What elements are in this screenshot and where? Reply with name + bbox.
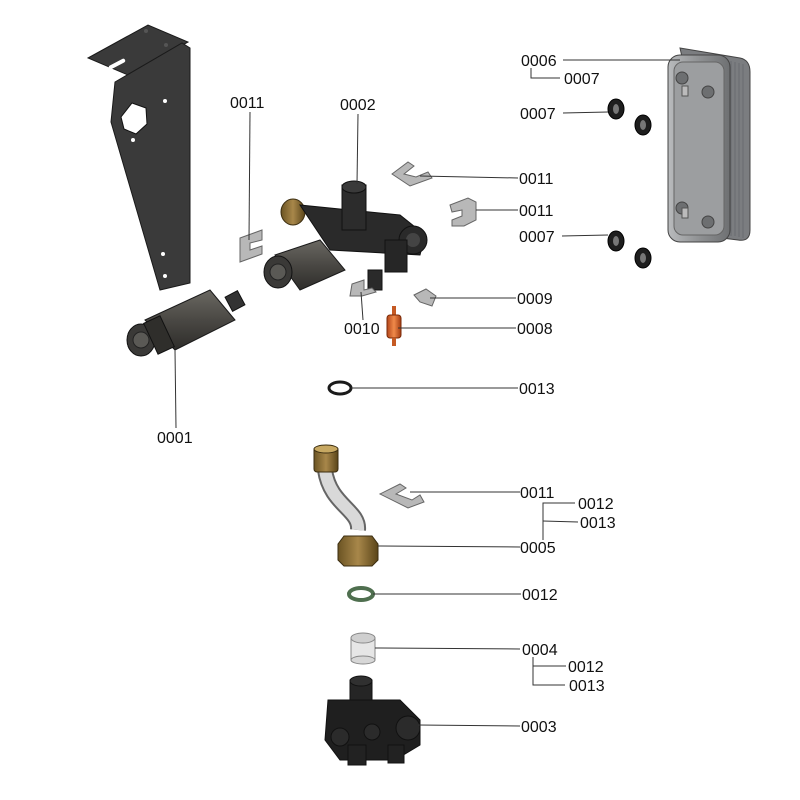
callout-0011-b: 0011 [519, 203, 554, 220]
clip-0009 [413, 288, 437, 307]
o-ring [327, 380, 353, 396]
seal-rings-top [607, 98, 652, 136]
valve-body [324, 675, 421, 766]
callout-0008: 0008 [517, 321, 553, 338]
connecting-pipe [313, 444, 379, 567]
callout-labels: 0006 0007 0007 0007 0011 0002 0011 0011 … [157, 53, 616, 736]
mounting-bracket [86, 24, 191, 291]
callout-0004: 0004 [522, 642, 558, 659]
gasket [347, 586, 375, 602]
callout-0005-sub-0013: 0013 [580, 515, 616, 532]
retaining-clip-b [449, 197, 477, 227]
callout-0004-sub-0013: 0013 [569, 678, 605, 695]
plate-heat-exchanger [667, 47, 751, 243]
actuator-motor [126, 289, 246, 357]
callout-0011-a: 0011 [519, 171, 554, 188]
sensor [386, 306, 402, 346]
valve-assembly [263, 180, 428, 291]
callout-0005: 0005 [520, 540, 556, 557]
callout-0013: 0013 [519, 381, 555, 398]
callout-0003: 0003 [521, 719, 557, 736]
retaining-clip-a [391, 161, 433, 187]
callout-0007-bottom: 0007 [519, 229, 555, 246]
callout-0006-sub-0007: 0007 [564, 71, 600, 88]
callout-0012: 0012 [522, 587, 558, 604]
retaining-clip-left [239, 229, 263, 263]
callout-0010: 0010 [344, 321, 380, 338]
leader-lines [174, 59, 680, 727]
clip-0010 [349, 279, 377, 297]
callout-0004-sub-0012: 0012 [568, 659, 604, 676]
seal-rings-bottom [607, 230, 652, 269]
callout-0002: 0002 [340, 97, 376, 114]
callout-0007-top: 0007 [520, 106, 556, 123]
callout-0006: 0006 [521, 53, 557, 70]
callout-0001: 0001 [157, 430, 193, 447]
callout-0011-left: 0011 [230, 95, 265, 112]
callout-0009: 0009 [517, 291, 553, 308]
callout-0005-sub-0012: 0012 [578, 496, 614, 513]
retaining-clip-c [378, 483, 425, 509]
callout-0011-c: 0011 [520, 485, 555, 502]
cartridge-insert [350, 632, 376, 665]
